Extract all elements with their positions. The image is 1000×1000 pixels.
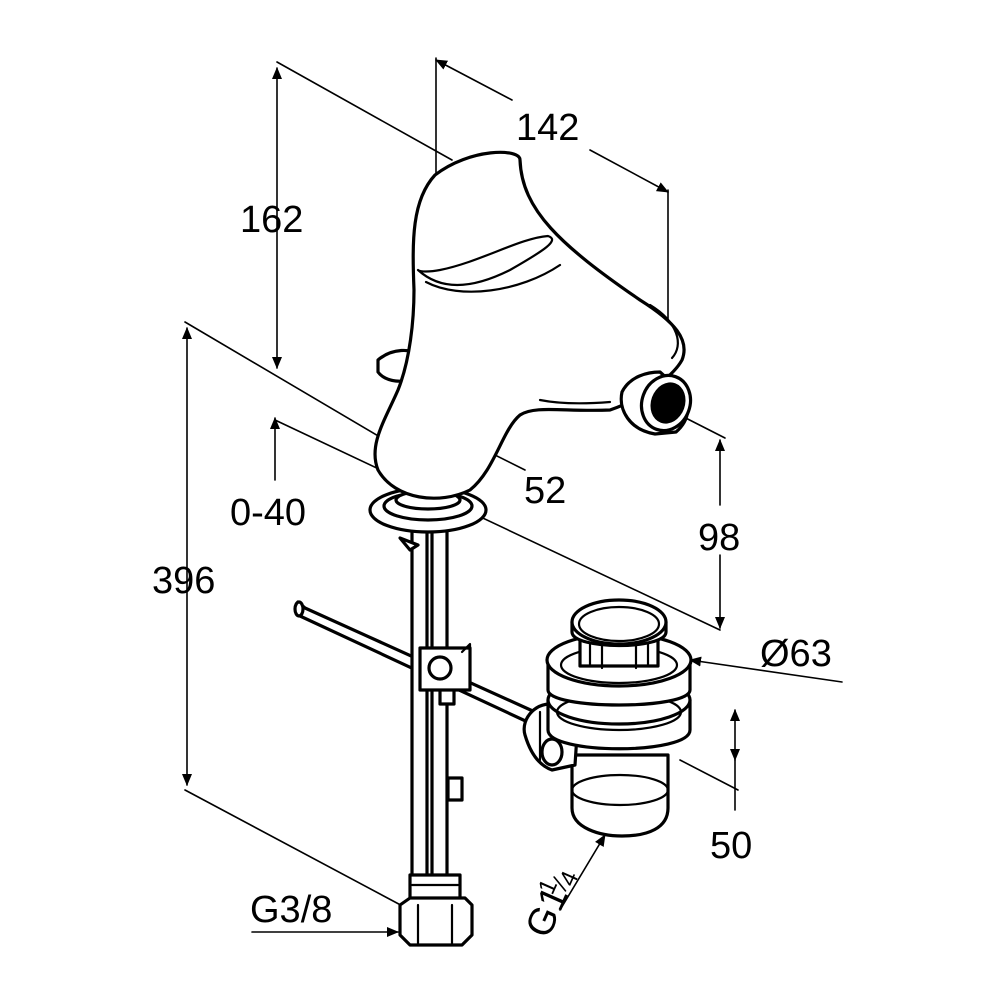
dim-label-162: 162 — [240, 199, 303, 241]
dim-label-g38: G3/8 — [250, 889, 332, 931]
dim-label-98: 98 — [698, 517, 740, 559]
dim-label-142: 142 — [516, 107, 579, 149]
mounting-ring — [368, 486, 488, 552]
dim-line-g114 — [559, 834, 606, 911]
dim-line-d63 — [689, 656, 843, 683]
pop-up-waste — [522, 598, 693, 838]
dim-label-g114: G1 1 4 — [518, 867, 584, 944]
dim-line-142-b — [589, 149, 669, 193]
dim-label-0-40: 0-40 — [230, 492, 306, 534]
dim-label-396: 396 — [152, 560, 215, 602]
dim-label-52: 52 — [524, 470, 566, 512]
spout-nozzle — [619, 370, 693, 436]
faucet-body — [373, 150, 686, 500]
dim-label-50: 50 — [710, 825, 752, 867]
g38-nut — [398, 873, 474, 947]
dim-label-d63: Ø63 — [760, 633, 832, 675]
dim-line-142-a — [435, 59, 513, 101]
dimension-labels: 162 142 396 0-40 52 98 Ø63 50 G3/8 G1 1 … — [152, 107, 832, 944]
supply-hoses — [410, 498, 472, 922]
